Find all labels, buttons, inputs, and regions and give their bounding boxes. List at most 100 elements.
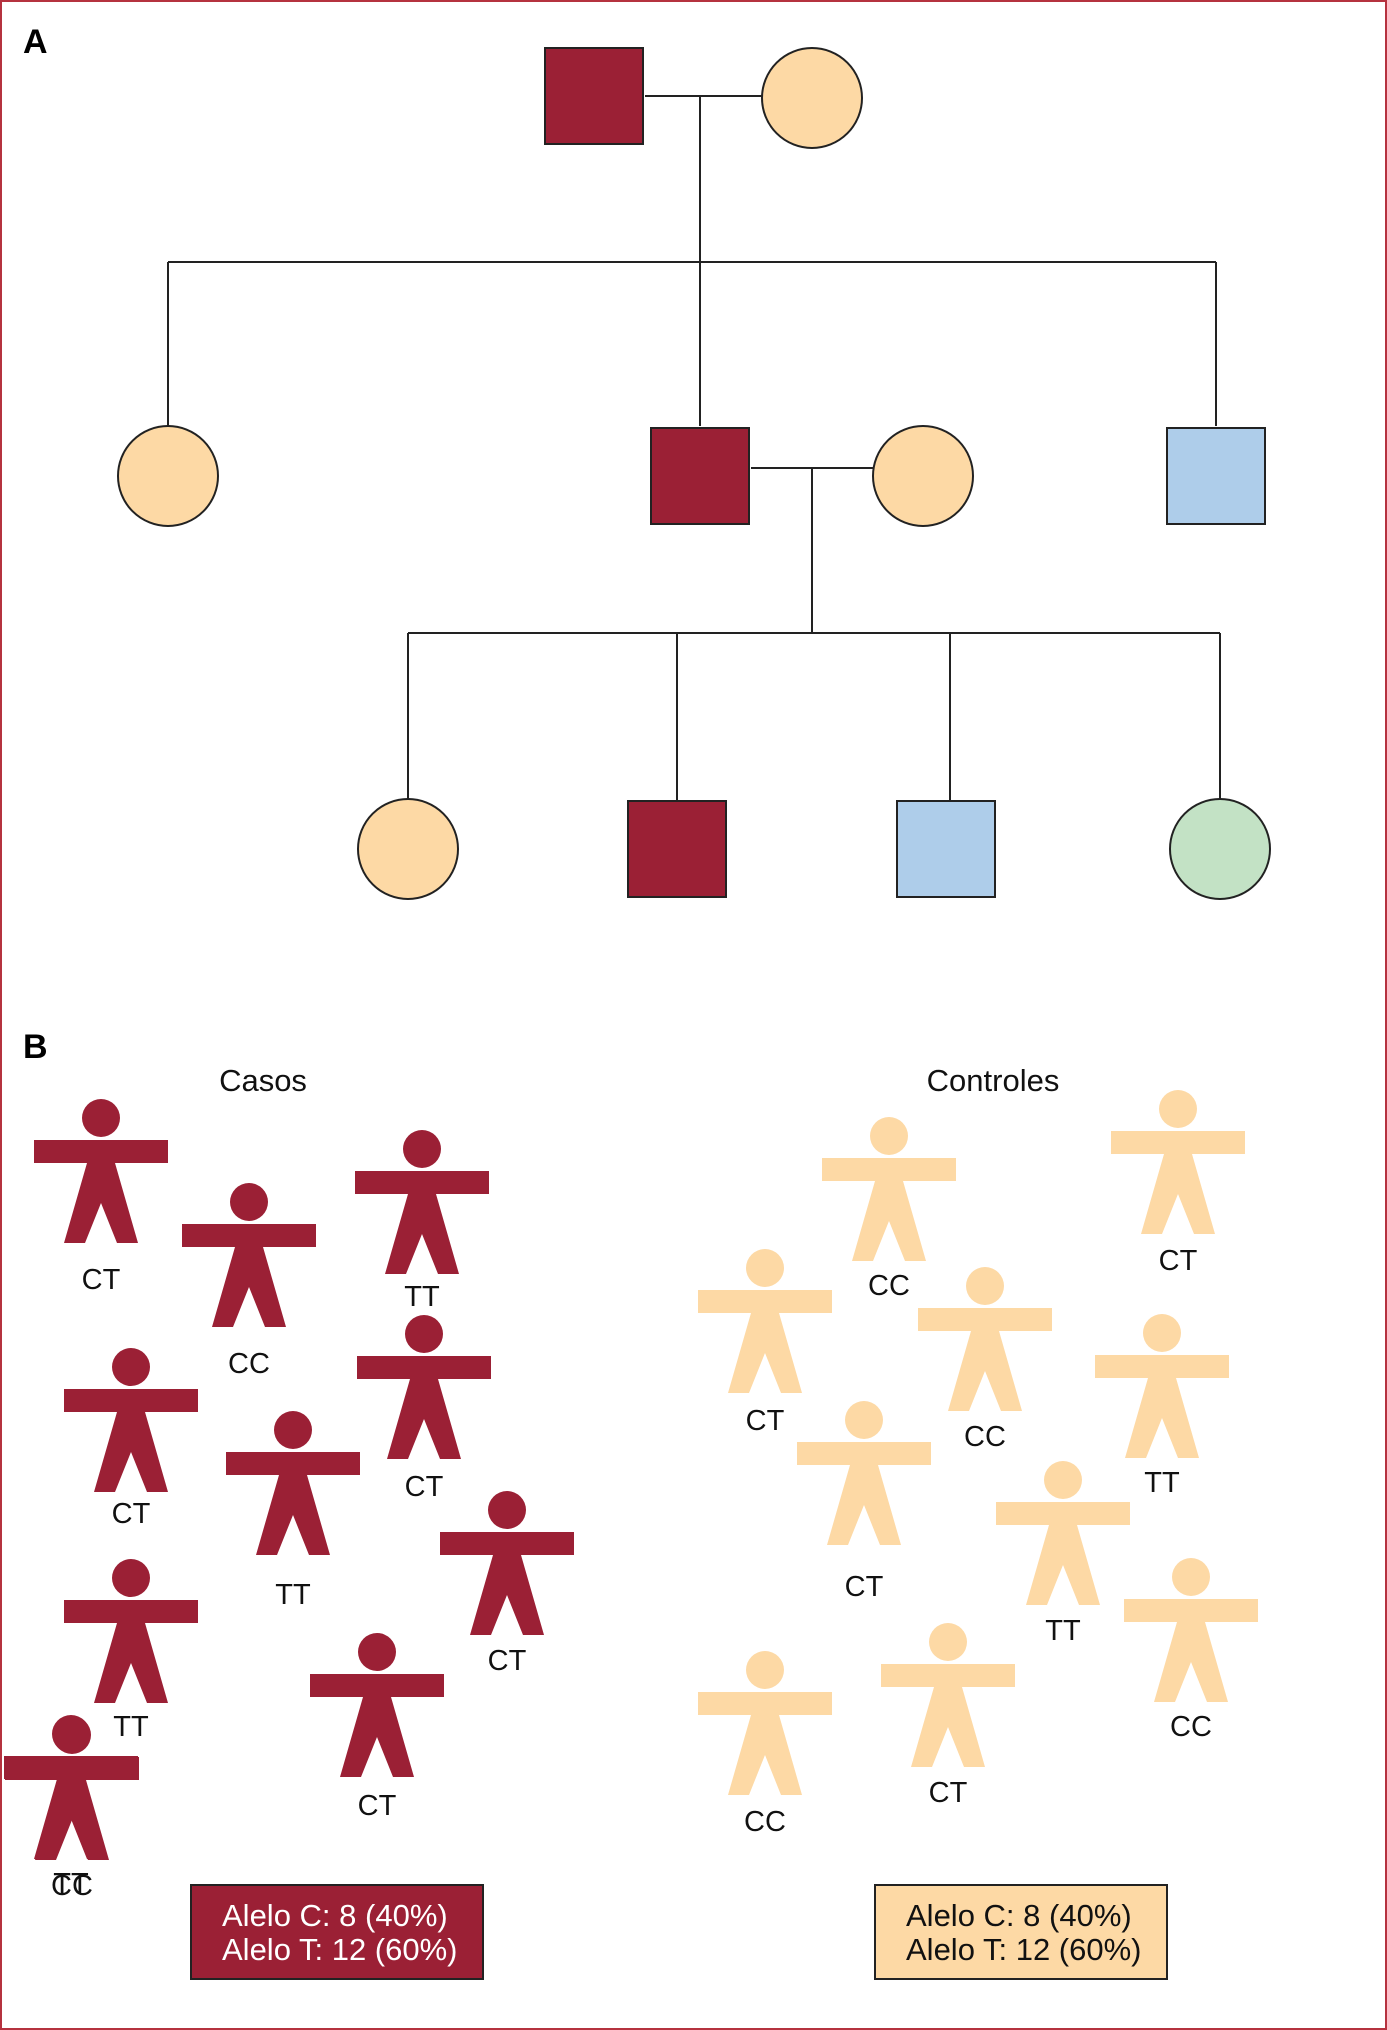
pedigree-g2-son-2 [1166, 427, 1266, 525]
case-person-4: CT [64, 1348, 198, 1530]
person-body [64, 1600, 198, 1703]
person-head [845, 1401, 883, 1439]
person-body [698, 1692, 832, 1795]
pedigree-g2-spouse [872, 425, 974, 527]
person-body [881, 1664, 1015, 1767]
controls-group: CC CT CT CC TT CT TT CC CC CT [698, 1090, 1258, 1838]
person-body [1095, 1355, 1229, 1458]
person-head [966, 1267, 1004, 1305]
person-body [226, 1452, 360, 1555]
person-head [358, 1633, 396, 1671]
person-head [929, 1623, 967, 1661]
person-body [310, 1674, 444, 1777]
cases-summary-line-2: Alelo T: 12 (60%) [222, 1932, 458, 1967]
person-head [53, 1716, 91, 1754]
pedigree-individuals [117, 47, 1271, 900]
genotype-label: CT [845, 1571, 884, 1603]
person-body [797, 1442, 931, 1545]
person-head [112, 1348, 150, 1386]
case-person-2: CC [182, 1183, 316, 1380]
controls-summary-box [874, 1884, 1168, 1980]
pedigree-lines [167, 95, 1221, 800]
controls-summary-line-1: Alelo C: 8 (40%) [906, 1898, 1132, 1933]
person-body [64, 1389, 198, 1492]
genotype-label: CC [1170, 1711, 1212, 1743]
pedigree-g3-daughter-1 [357, 798, 459, 900]
person-head [1159, 1090, 1197, 1128]
case-person-7: CT [440, 1491, 574, 1677]
case-person-6: CT [357, 1315, 491, 1503]
control-person-5: TT [1095, 1314, 1229, 1499]
control-person-10: CT [881, 1623, 1015, 1809]
genotype-label: CC [744, 1806, 786, 1838]
person-head [1044, 1461, 1082, 1499]
genotype-label: CT [405, 1471, 444, 1503]
genotype-label: CT [488, 1645, 527, 1677]
case-person-1: CT [34, 1099, 168, 1296]
person-body [440, 1532, 574, 1635]
genotype-label: TT [113, 1711, 149, 1743]
person-body [357, 1356, 491, 1459]
pedigree-g1-mother [761, 47, 863, 149]
person-head [1172, 1558, 1210, 1596]
genotype-label: TT [1045, 1615, 1081, 1647]
person-body [822, 1158, 956, 1261]
genotype-label: CT [1159, 1245, 1198, 1277]
person-body [355, 1171, 489, 1274]
person-head [403, 1130, 441, 1168]
genotype-label: TT [1144, 1467, 1180, 1499]
genotype-label: CT [358, 1790, 397, 1822]
control-person-1: CC [822, 1117, 956, 1302]
pedigree-g3-son-2 [896, 800, 996, 898]
person-body [996, 1502, 1130, 1605]
person-head [82, 1099, 120, 1137]
control-person-8: CC [1124, 1558, 1258, 1743]
cases-summary-box [190, 1884, 484, 1980]
genotype-label: CC [51, 1870, 93, 1902]
control-person-9: CC [698, 1651, 832, 1838]
control-person-4: CC [918, 1267, 1052, 1453]
panel-b-label: B [23, 1028, 48, 1066]
pedigree-g2-daughter [117, 425, 219, 527]
person-head [230, 1183, 268, 1221]
person-head [274, 1411, 312, 1449]
pedigree-g1-father [544, 47, 644, 145]
person-head [746, 1651, 784, 1689]
person-head [1143, 1314, 1181, 1352]
genotype-label: CT [112, 1498, 151, 1530]
person-body [182, 1224, 316, 1327]
controls-title: Controles [927, 1063, 1060, 1098]
person-head [870, 1117, 908, 1155]
case-person-5: TT [226, 1411, 360, 1611]
person-body [34, 1140, 168, 1243]
control-person-3: CT [698, 1249, 832, 1437]
genotype-label: TT [53, 1868, 89, 1900]
panel-a-label: A [23, 23, 48, 61]
person-body [918, 1308, 1052, 1411]
pedigree-g2-son [650, 427, 750, 525]
case-person-3: TT [355, 1130, 489, 1313]
person-head [488, 1491, 526, 1529]
genotype-label: CT [746, 1405, 785, 1437]
person-head [112, 1559, 150, 1597]
genotype-label: TT [275, 1579, 311, 1611]
genotype-label: CC [964, 1421, 1006, 1453]
person-body [5, 1757, 139, 1860]
case-person-11: CC [5, 1716, 139, 1902]
case-person-8: TT [64, 1559, 198, 1743]
control-person-2: CT [1111, 1090, 1245, 1277]
case-person-9: CT [310, 1633, 444, 1822]
person-body [1111, 1131, 1245, 1234]
pedigree-g3-son-1 [627, 800, 727, 898]
person-body [698, 1290, 832, 1393]
control-person-6: CT [797, 1401, 931, 1603]
genotype-label: CT [929, 1777, 968, 1809]
genotype-label: TT [404, 1281, 440, 1313]
control-person-7: TT [996, 1461, 1130, 1647]
cases-title: Casos [219, 1063, 307, 1098]
genotype-label: CC [228, 1348, 270, 1380]
